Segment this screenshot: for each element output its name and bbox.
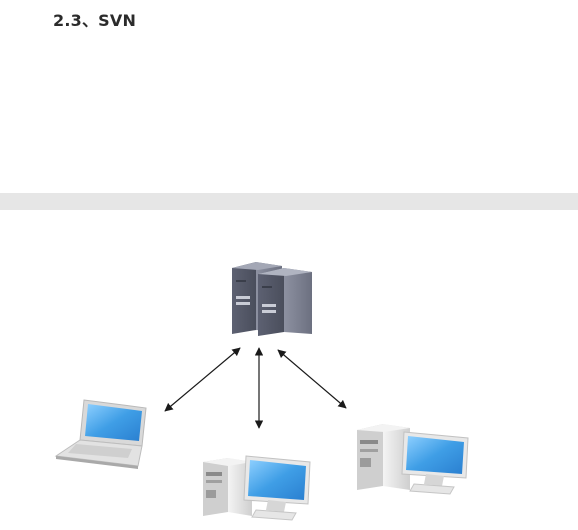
laptop-icon (54, 399, 147, 469)
sync-arrow-desktop-right (277, 349, 347, 409)
section-divider (0, 193, 578, 210)
section-heading: 2.3、SVN (53, 11, 137, 30)
server-tower-icon (232, 262, 312, 336)
desktop-computer-icon (357, 424, 469, 495)
sync-arrow-laptop (164, 347, 241, 412)
desktop-computer-icon (203, 455, 311, 521)
